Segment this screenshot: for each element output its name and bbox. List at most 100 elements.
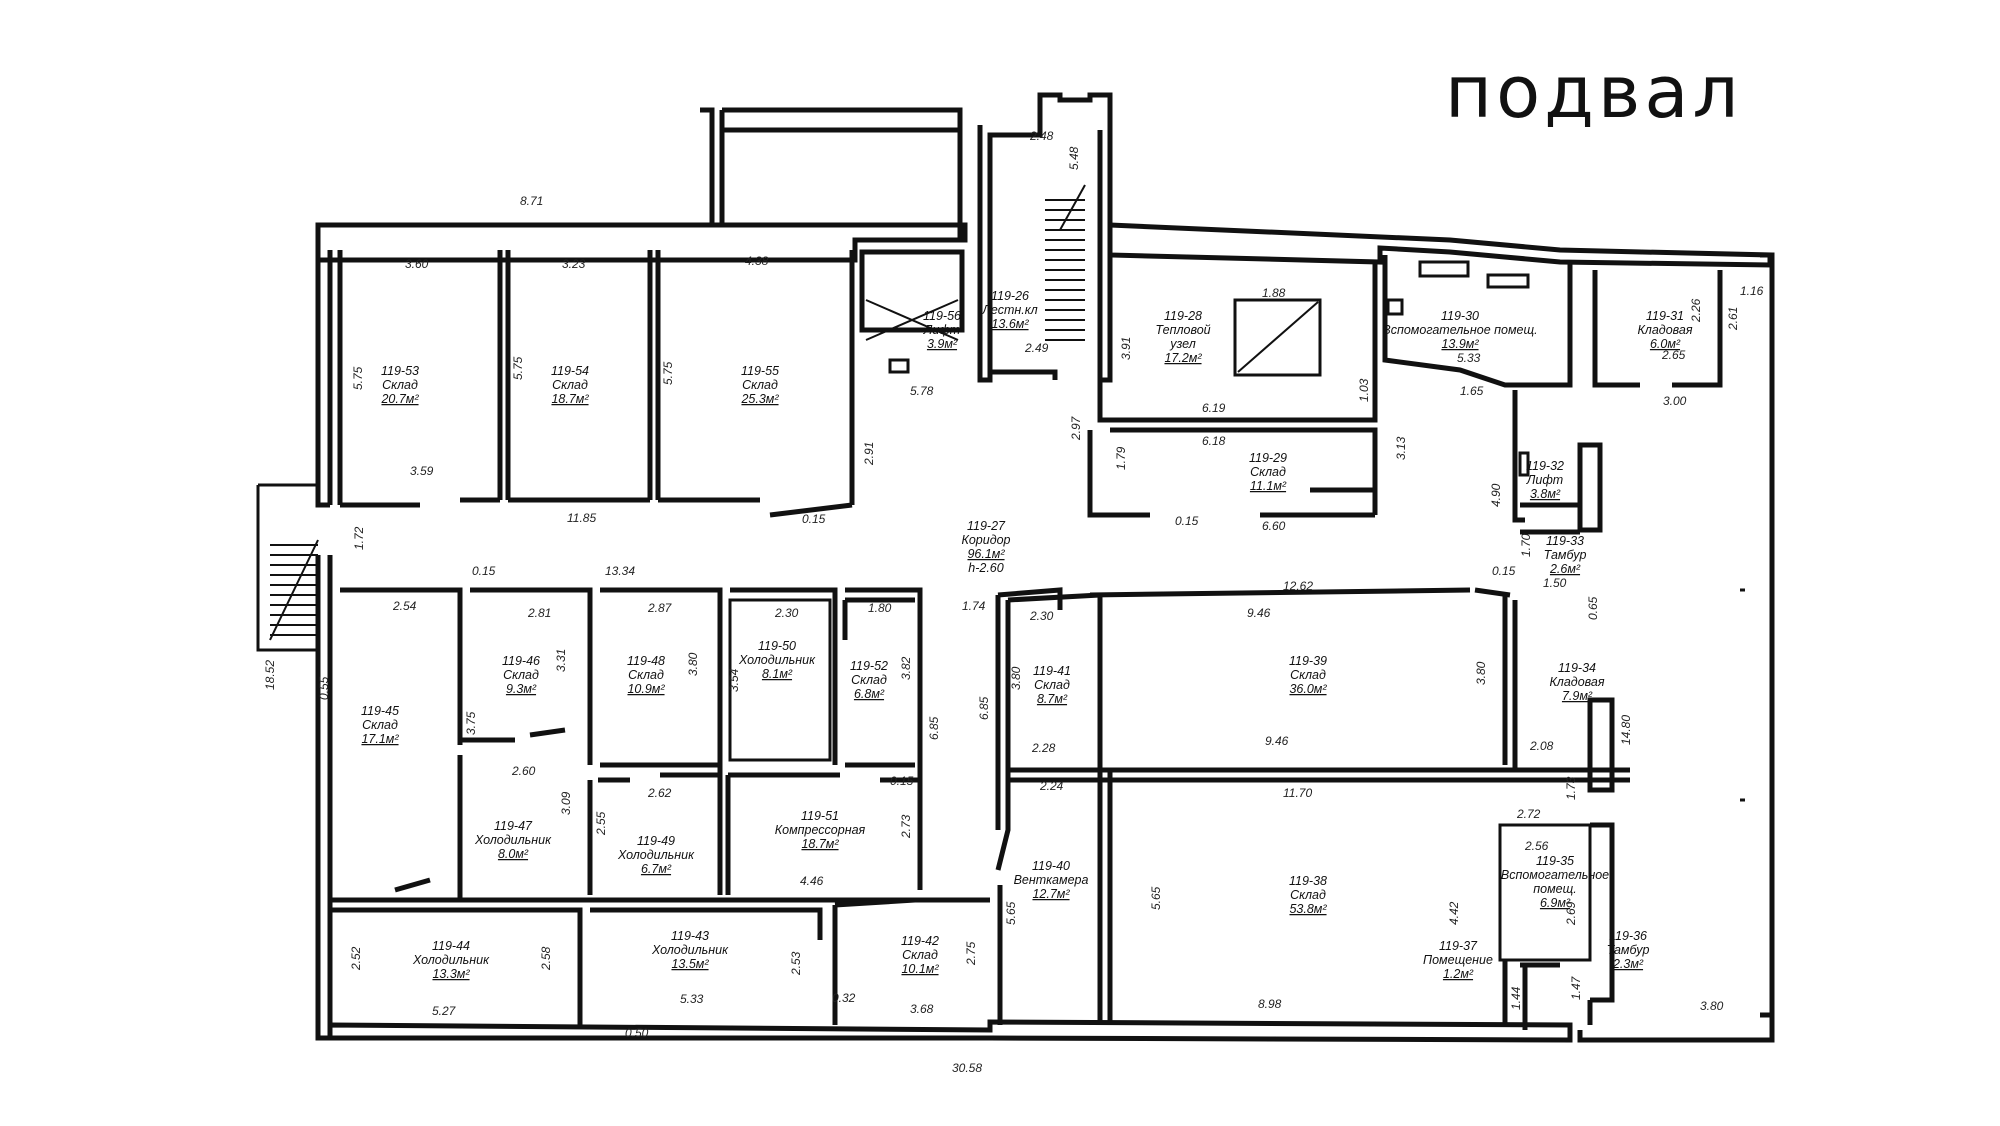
room-name: Склад	[1290, 888, 1326, 902]
dimension-label: 5.48	[1067, 146, 1081, 170]
room-area: 17.1м²	[361, 732, 399, 746]
dimension-label: 1.72	[352, 526, 366, 550]
room-name: Венткамера	[1014, 873, 1089, 887]
room-id: 119-29	[1249, 451, 1287, 465]
dimension-label: 12.62	[1283, 579, 1313, 593]
dimension-label: 6.85	[927, 716, 941, 740]
room-id: 119-34	[1558, 661, 1596, 675]
dimension-label: 0.32	[832, 991, 856, 1005]
dimension-label: 3.60	[405, 257, 429, 271]
dimension-label: 3.80	[1474, 661, 1488, 685]
dimension-label: 3.23	[562, 257, 586, 271]
room-id: 119-56	[923, 309, 961, 323]
room-name: Холодильник	[738, 653, 816, 667]
room-id: 119-40	[1032, 859, 1070, 873]
room-area: 6.9м²	[1540, 896, 1571, 910]
room-labels: 119-53Склад20.7м²119-54Склад18.7м²119-55…	[361, 289, 1693, 981]
dimension-label: 5.65	[1149, 886, 1163, 910]
fixtures	[1386, 260, 1530, 316]
room-name: Вспомогательное помещ.	[1382, 323, 1537, 337]
room-area: 6.8м²	[854, 687, 885, 701]
dimension-label: 2.30	[1029, 609, 1054, 623]
room-id: 119-32	[1526, 459, 1564, 473]
dimension-label: 2.65	[1661, 348, 1686, 362]
dimension-label: 5.75	[511, 356, 525, 380]
room-name: Лифт	[923, 323, 960, 337]
dimension-label: 3.75	[464, 711, 478, 735]
dimension-label: 2.97	[1069, 415, 1083, 441]
room-area: 36.0м²	[1289, 682, 1327, 696]
dimension-label: 5.65	[1004, 901, 1018, 925]
dimension-label: 18.52	[263, 660, 277, 690]
room-area: 1.2м²	[1443, 967, 1474, 981]
dimension-label: 1.16	[1740, 284, 1764, 298]
dimension-label: 0.15	[472, 564, 496, 578]
dimension-label: 3.68	[910, 1002, 934, 1016]
room-name: Склад	[1250, 465, 1286, 479]
dimension-label: 6.19	[1202, 401, 1226, 415]
room-area: 8.0м²	[498, 847, 529, 861]
room-name: Склад	[382, 378, 418, 392]
dimension-label: 2.87	[647, 601, 673, 615]
room-id: 119-39	[1289, 654, 1327, 668]
room-id: 119-54	[551, 364, 589, 378]
room-area: 3.8м²	[1530, 487, 1561, 501]
room-area: 18.7м²	[551, 392, 589, 406]
room-id: 119-44	[432, 939, 470, 953]
room-area: 6.7м²	[641, 862, 672, 876]
room-name: Кладовая	[1637, 323, 1692, 337]
room-area: 10.9м²	[627, 682, 665, 696]
room-id: 119-37	[1439, 939, 1478, 953]
room-id: 119-35	[1536, 854, 1574, 868]
dimension-label: 2.49	[1024, 341, 1049, 355]
room-id: 119-47	[494, 819, 533, 833]
room-id: 119-53	[381, 364, 419, 378]
dimension-label: 1.50	[1543, 576, 1567, 590]
dimension-label: 8.98	[1258, 997, 1282, 1011]
dimension-label: 2.72	[1516, 807, 1541, 821]
dimension-label: 1.03	[1357, 378, 1371, 402]
dimension-label: 2.81	[527, 606, 551, 620]
dimension-label: 2.75	[964, 941, 978, 966]
dimension-label: 4.90	[1489, 483, 1503, 507]
dimension-label: 1.73	[1564, 776, 1578, 800]
dimension-label: 3.54	[727, 668, 741, 692]
dimension-label: 2.30	[774, 606, 799, 620]
dimension-label: 2.52	[349, 946, 363, 971]
room-name: Склад	[851, 673, 887, 687]
dimension-label: 5.75	[351, 366, 365, 390]
room-name: Лестн.кл	[981, 303, 1037, 317]
dimension-label: 6.18	[1202, 434, 1226, 448]
room-area: 2.3м²	[1612, 957, 1644, 971]
dimension-label: 2.55	[594, 811, 608, 836]
dimension-label: 1.88	[1262, 286, 1286, 300]
room-id: 119-51	[801, 809, 839, 823]
dimension-label: 3.80	[1009, 666, 1023, 690]
dimension-label: 0.65	[1586, 596, 1600, 620]
room-id: 119-33	[1546, 534, 1584, 548]
room-area: 7.9м²	[1562, 689, 1593, 703]
dimension-label: 13.34	[605, 564, 635, 578]
room-name: Коридор	[961, 533, 1010, 547]
room-area: 8.7м²	[1037, 692, 1068, 706]
room-area: 20.7м²	[380, 392, 419, 406]
room-id: 119-52	[850, 659, 888, 673]
room-area: 8.1м²	[762, 667, 793, 681]
room-id: 119-43	[671, 929, 709, 943]
room-area: 12.7м²	[1032, 887, 1070, 901]
